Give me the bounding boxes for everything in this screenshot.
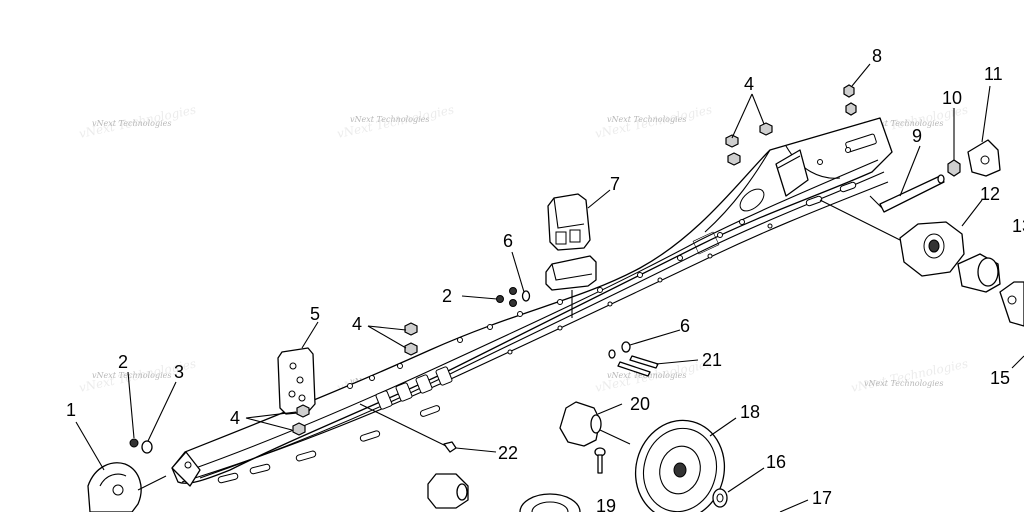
part-5-bracket	[277, 347, 316, 415]
lower-wheel	[519, 493, 581, 517]
callout-3: 3	[174, 362, 184, 382]
callout-4: 4	[352, 314, 362, 334]
part-10-nut	[947, 159, 961, 177]
suspension-rail	[171, 117, 893, 487]
watermark: vNext Technologies	[864, 119, 943, 128]
part-21-bolts	[617, 355, 659, 377]
watermark: vNext Technologies	[350, 115, 429, 124]
watermark: vNext Technologies	[607, 115, 686, 124]
callout-8: 8	[872, 46, 882, 66]
callout-18: 18	[740, 402, 760, 422]
callout-12: 12	[980, 184, 1000, 204]
lower-mount	[427, 473, 469, 509]
callout-5: 5	[310, 304, 320, 324]
part-7-block	[547, 193, 591, 251]
callout-4: 4	[230, 408, 240, 428]
part-8-bolts	[843, 84, 857, 116]
part-18-wheel	[634, 419, 726, 517]
part-6-washer-lower	[608, 341, 631, 359]
callout-10: 10	[942, 88, 962, 108]
part-16-washer	[712, 488, 728, 508]
callout-11: 11	[984, 64, 1003, 84]
part-7-lower-block	[545, 255, 597, 318]
callout-13: 13	[1012, 216, 1024, 236]
part-22-bolt	[359, 403, 457, 453]
callout-19: 19	[596, 496, 616, 512]
callout-2: 2	[118, 352, 128, 372]
callout-22: 22	[498, 443, 518, 463]
callout-6: 6	[503, 231, 513, 251]
rail-marking	[692, 231, 720, 255]
part-19-bolt	[594, 447, 606, 474]
rivet-holes	[347, 147, 851, 389]
rear-bracket	[775, 149, 809, 197]
callout-4: 4	[744, 74, 754, 94]
callouts: 1 2 3 4 5 4 2 6 7 4 8 9 10 11 12 13 15 6…	[66, 46, 1024, 516]
part-12-housing	[819, 199, 965, 277]
part-3-washer	[141, 440, 153, 454]
part-4-nuts	[292, 122, 773, 436]
part-6-washer-upper	[521, 290, 531, 302]
rail-windows	[375, 366, 453, 410]
watermark-shadow: vNext Technologies	[850, 356, 970, 394]
watermark: vNext Technologies	[92, 371, 171, 380]
part-13-bushing	[957, 253, 1001, 293]
part-11-clip	[967, 139, 1001, 177]
callout-21: 21	[702, 350, 722, 370]
callout-16: 16	[766, 452, 786, 472]
watermark: vNext Technologies	[92, 119, 171, 128]
part-2-nut-left	[129, 438, 139, 448]
part-1-front-cap	[87, 462, 167, 513]
part-20-idler-mount	[559, 401, 631, 447]
callout-17: 17	[812, 488, 832, 508]
callout-1: 1	[66, 400, 76, 420]
callout-7: 7	[610, 174, 620, 194]
part-9-axle	[869, 174, 945, 213]
leader-lines	[75, 63, 1024, 513]
callout-6: 6	[680, 316, 690, 336]
callout-2: 2	[442, 286, 452, 306]
part-2-nuts-right	[496, 287, 517, 307]
callout-9: 9	[912, 126, 922, 146]
part-15-plate	[999, 281, 1024, 327]
callout-15: 15	[990, 368, 1010, 388]
callout-20: 20	[630, 394, 650, 414]
watermark: vNext Technologies	[864, 379, 943, 388]
